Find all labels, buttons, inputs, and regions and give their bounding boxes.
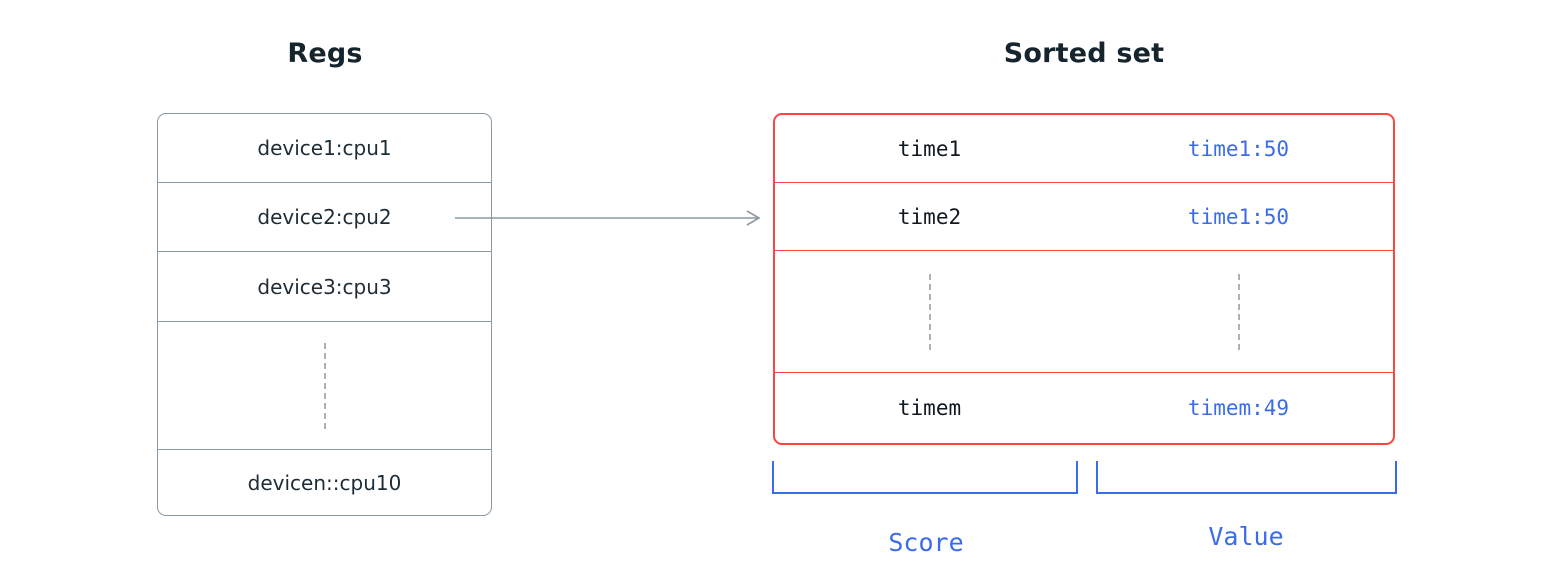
regs-table: device1:cpu1 device2:cpu2 device3:cpu3 d…: [157, 113, 492, 516]
vertical-ellipsis-icon: [1237, 273, 1240, 350]
regs-row-device1: device1:cpu1: [158, 114, 491, 183]
score-cell: time1: [897, 136, 962, 161]
value-label: Value: [1208, 522, 1284, 551]
value-cell: time1:50: [1187, 204, 1290, 229]
regs-row-label: device1:cpu1: [257, 136, 392, 160]
score-cell: time2: [897, 204, 962, 229]
sorted-set-row: time2 time1:50: [775, 183, 1393, 251]
sorted-set-ellipsis-row: [775, 251, 1393, 373]
regs-row-device2: device2:cpu2: [158, 183, 491, 252]
value-bracket-icon: [1096, 461, 1397, 494]
value-cell: time1:50: [1187, 136, 1290, 161]
vertical-ellipsis-icon: [928, 273, 931, 350]
vertical-ellipsis-icon: [323, 342, 326, 429]
sorted-set-row: timem timem:49: [775, 373, 1393, 443]
regs-row-devicen: devicen::cpu10: [158, 450, 491, 515]
regs-ellipsis-row: [158, 322, 491, 450]
regs-row-label: device2:cpu2: [257, 205, 392, 229]
score-cell: timem: [897, 396, 962, 420]
arrow-device2-to-sorted-set-icon: [455, 210, 761, 226]
regs-row-label: devicen::cpu10: [247, 470, 402, 495]
sorted-set-table: time1 time1:50 time2 time1:50 timem time…: [773, 113, 1395, 445]
sorted-set-row: time1 time1:50: [775, 115, 1393, 183]
sorted-set-title: Sorted set: [1003, 38, 1165, 69]
score-ellipsis-cell: [775, 273, 1084, 350]
value-ellipsis-cell: [1084, 273, 1393, 350]
regs-title: Regs: [287, 38, 363, 69]
regs-row-device3: device3:cpu3: [158, 252, 491, 322]
regs-row-label: device3:cpu3: [257, 274, 392, 299]
score-bracket-icon: [772, 461, 1078, 494]
score-label: Score: [888, 528, 964, 557]
value-cell: timem:49: [1187, 396, 1290, 420]
